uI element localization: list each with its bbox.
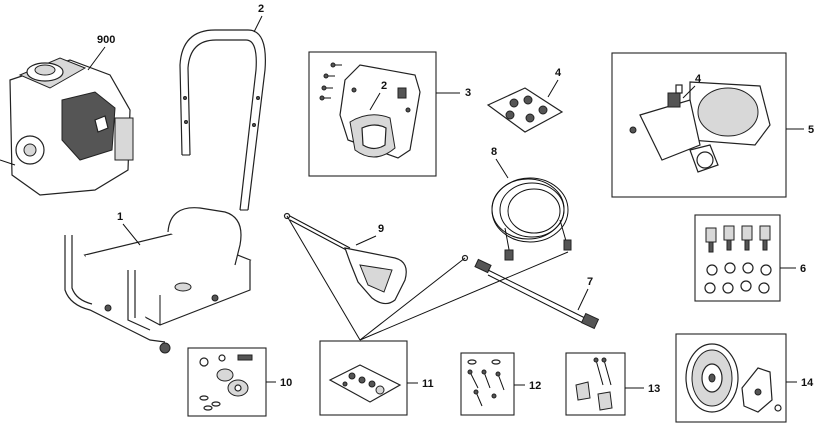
callout-10: 10	[280, 377, 292, 389]
bolt-kit	[575, 357, 613, 411]
bracket	[319, 62, 421, 159]
callout-7: 7	[587, 276, 593, 288]
axle-kit-box	[187, 347, 267, 417]
bolt-kit-box	[565, 352, 626, 416]
callout-2-bracket: 2	[381, 80, 387, 92]
callout-13: 13	[648, 383, 660, 395]
nut-kit	[704, 225, 772, 294]
wheel-kit	[685, 343, 782, 413]
base-frame	[64, 207, 252, 354]
hose	[491, 177, 572, 261]
pump	[629, 81, 771, 173]
engine	[0, 57, 134, 196]
callout-8: 8	[491, 146, 497, 158]
callout-9: 9	[378, 223, 384, 235]
o-ring-kit	[328, 364, 402, 403]
callout-11: 11	[422, 378, 434, 390]
axle-kit	[199, 354, 253, 411]
hardware-bag	[486, 87, 564, 133]
screw-kit	[467, 359, 505, 407]
callout-2-handle: 2	[258, 3, 264, 15]
callout-5: 5	[808, 124, 814, 136]
callout-14: 14	[801, 377, 814, 389]
callout-4-pump: 4	[695, 73, 702, 85]
spray-gun	[283, 212, 407, 305]
callout-6: 6	[800, 263, 806, 275]
wand	[461, 254, 600, 330]
callout-12: 12	[529, 380, 541, 392]
handle	[179, 29, 266, 211]
callout-1: 1	[117, 211, 123, 223]
callout-900: 900	[97, 34, 115, 46]
callout-4-bag: 4	[555, 67, 562, 79]
callout-3: 3	[465, 87, 471, 99]
